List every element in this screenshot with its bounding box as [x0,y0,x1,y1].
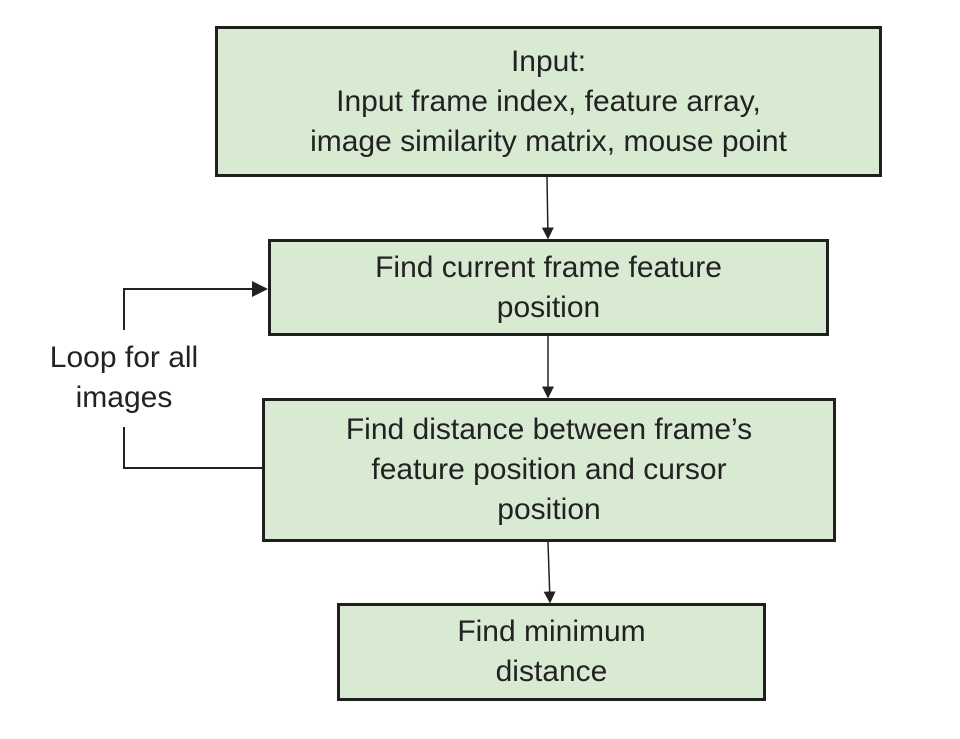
loop-label-line: images [75,381,173,414]
loop-label: Loop for all images [14,338,234,418]
node-line: position [497,493,601,526]
loop-line-top [123,281,268,330]
input-line: Input: [510,44,587,78]
loop-label-line: Loop for all [49,341,199,374]
node-line: Find distance between frame’s [345,413,753,446]
node-line: position [496,290,601,324]
input-box: Input: Input frame index, feature array,… [215,26,882,177]
node-line: Find minimum [457,615,646,648]
input-line: image similarity matrix, mouse point [310,124,787,158]
loop-line-bottom [123,427,262,469]
find-minimum-box: Find minimum distance [337,603,766,701]
input-line: Input frame index, feature array, [336,84,761,118]
find-position-box: Find current frame feature position [268,239,829,336]
find-distance-box: Find distance between frame’s feature po… [262,398,836,542]
node-line: Find current frame feature [375,250,722,284]
node-line: feature position and cursor [371,453,727,486]
arrow-distance-to-minimum [543,541,556,604]
node-line: distance [495,655,608,688]
arrow-input-to-position [541,176,554,240]
